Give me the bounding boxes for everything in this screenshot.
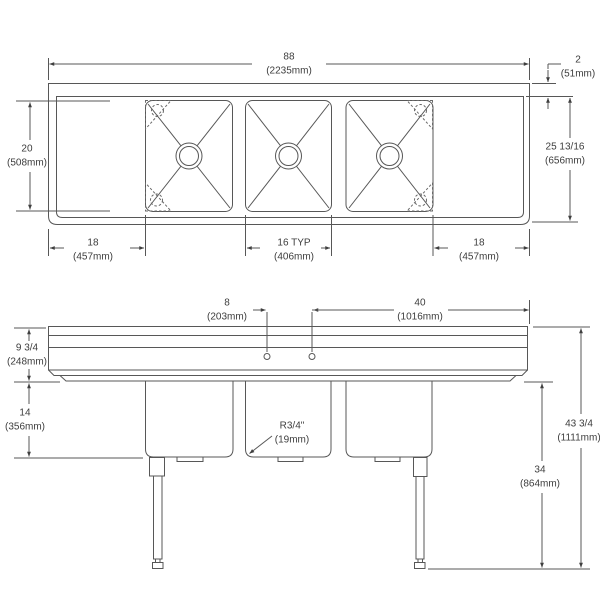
- corner-detail-hidden-lines: [145, 100, 433, 212]
- top-view-dimension-lines: [28, 62, 572, 250]
- dim-faucet-to-right-edge-mm: (1016mm): [397, 311, 443, 322]
- dim-faucet-hole-spacing-in: 8: [224, 297, 230, 309]
- dim-bowl-front-to-back-mm: (508mm): [6, 157, 48, 168]
- dim-left-drainboard: 18 (457mm): [73, 237, 113, 264]
- dim-bowl-width-in: 16 TYP: [277, 237, 311, 249]
- bowl-drain-fittings: [176, 457, 401, 462]
- dim-right-drainboard-in: 18: [473, 237, 485, 249]
- bowl-2: [245, 100, 332, 212]
- faucet-hole-1-icon: [263, 353, 271, 360]
- top-view-extension-lines: [16, 58, 578, 256]
- dim-overall-width-mm: (2235mm): [266, 65, 312, 76]
- dim-floor-to-underside-in: 34: [534, 464, 546, 476]
- dim-overall-front-to-back: 25 13/16 (656mm): [545, 141, 585, 168]
- faucet-hole-2-icon: [308, 353, 316, 360]
- dim-faucet-to-right-edge: 40 (1016mm): [397, 297, 443, 324]
- top-view: [16, 58, 578, 256]
- dim-right-drainboard-mm: (457mm): [458, 251, 500, 262]
- dim-bowl-front-to-back: 20 (508mm): [7, 143, 47, 170]
- dim-faucet-to-right-edge-in: 40: [414, 297, 426, 309]
- bowl-1: [145, 100, 233, 212]
- dim-bowl-depth-in: 14: [19, 407, 31, 419]
- right-leg: [413, 457, 428, 569]
- dim-corner-radius-in: R3/4": [279, 420, 305, 432]
- dim-corner-radius: R3/4" (19mm): [275, 420, 309, 447]
- dim-right-drainboard: 18 (457mm): [459, 237, 499, 264]
- dim-bowl-width: 16 TYP (406mm): [274, 237, 314, 264]
- front-view-extension-lines: [14, 300, 590, 459]
- front-rim-lip: [48, 369, 528, 382]
- front-bowls: [145, 381, 433, 462]
- left-foot-icon: [155, 558, 161, 563]
- dim-rim-depth-mm: (51mm): [560, 68, 596, 79]
- dim-faucet-hole-spacing-mm: (203mm): [206, 311, 248, 322]
- dim-overall-width: 88 (2235mm): [266, 51, 312, 78]
- dim-overall-front-to-back-mm: (656mm): [544, 155, 586, 166]
- front-view: [14, 300, 590, 570]
- dim-overall-front-to-back-in: 25 13/16: [545, 141, 585, 153]
- dim-overall-width-in: 88: [283, 51, 295, 63]
- drain-outlets: [175, 142, 403, 170]
- dim-faucet-hole-spacing: 8 (203mm): [207, 297, 247, 324]
- dim-overall-height: 43 3/4 (1111mm): [557, 418, 600, 445]
- dim-bowl-depth-mm: (356mm): [4, 421, 46, 432]
- dim-overall-height-in: 43 3/4: [565, 418, 593, 430]
- sink-inner-rim: [56, 96, 524, 218]
- left-leg: [149, 457, 165, 569]
- bowl-3: [345, 100, 434, 212]
- right-foot-icon: [417, 558, 423, 563]
- dim-floor-to-underside: 34 (864mm): [520, 464, 560, 491]
- dim-backsplash-to-rim: 9 3/4 (248mm): [7, 342, 47, 369]
- dim-left-drainboard-in: 18: [87, 237, 99, 249]
- dim-rim-depth-in: 2: [575, 54, 581, 66]
- dim-bowl-width-mm: (406mm): [273, 251, 315, 262]
- dim-bowl-depth: 14 (356mm): [5, 407, 45, 434]
- sink-outer-rim: [48, 83, 530, 225]
- backsplash-lines: [48, 335, 528, 348]
- dim-overall-height-mm: (1111mm): [557, 432, 600, 443]
- front-view-dimension-lines: [27, 308, 583, 568]
- dim-corner-radius-mm: (19mm): [274, 434, 310, 445]
- dim-bowl-front-to-back-in: 20: [21, 143, 33, 155]
- dim-backsplash-to-rim-mm: (248mm): [6, 356, 48, 367]
- dim-left-drainboard-mm: (457mm): [72, 251, 114, 262]
- dim-backsplash-to-rim-in: 9 3/4: [15, 342, 39, 354]
- counter-body: [48, 326, 528, 371]
- dim-rim-depth: 2 (51mm): [561, 54, 595, 81]
- dim-floor-to-underside-mm: (864mm): [519, 478, 561, 489]
